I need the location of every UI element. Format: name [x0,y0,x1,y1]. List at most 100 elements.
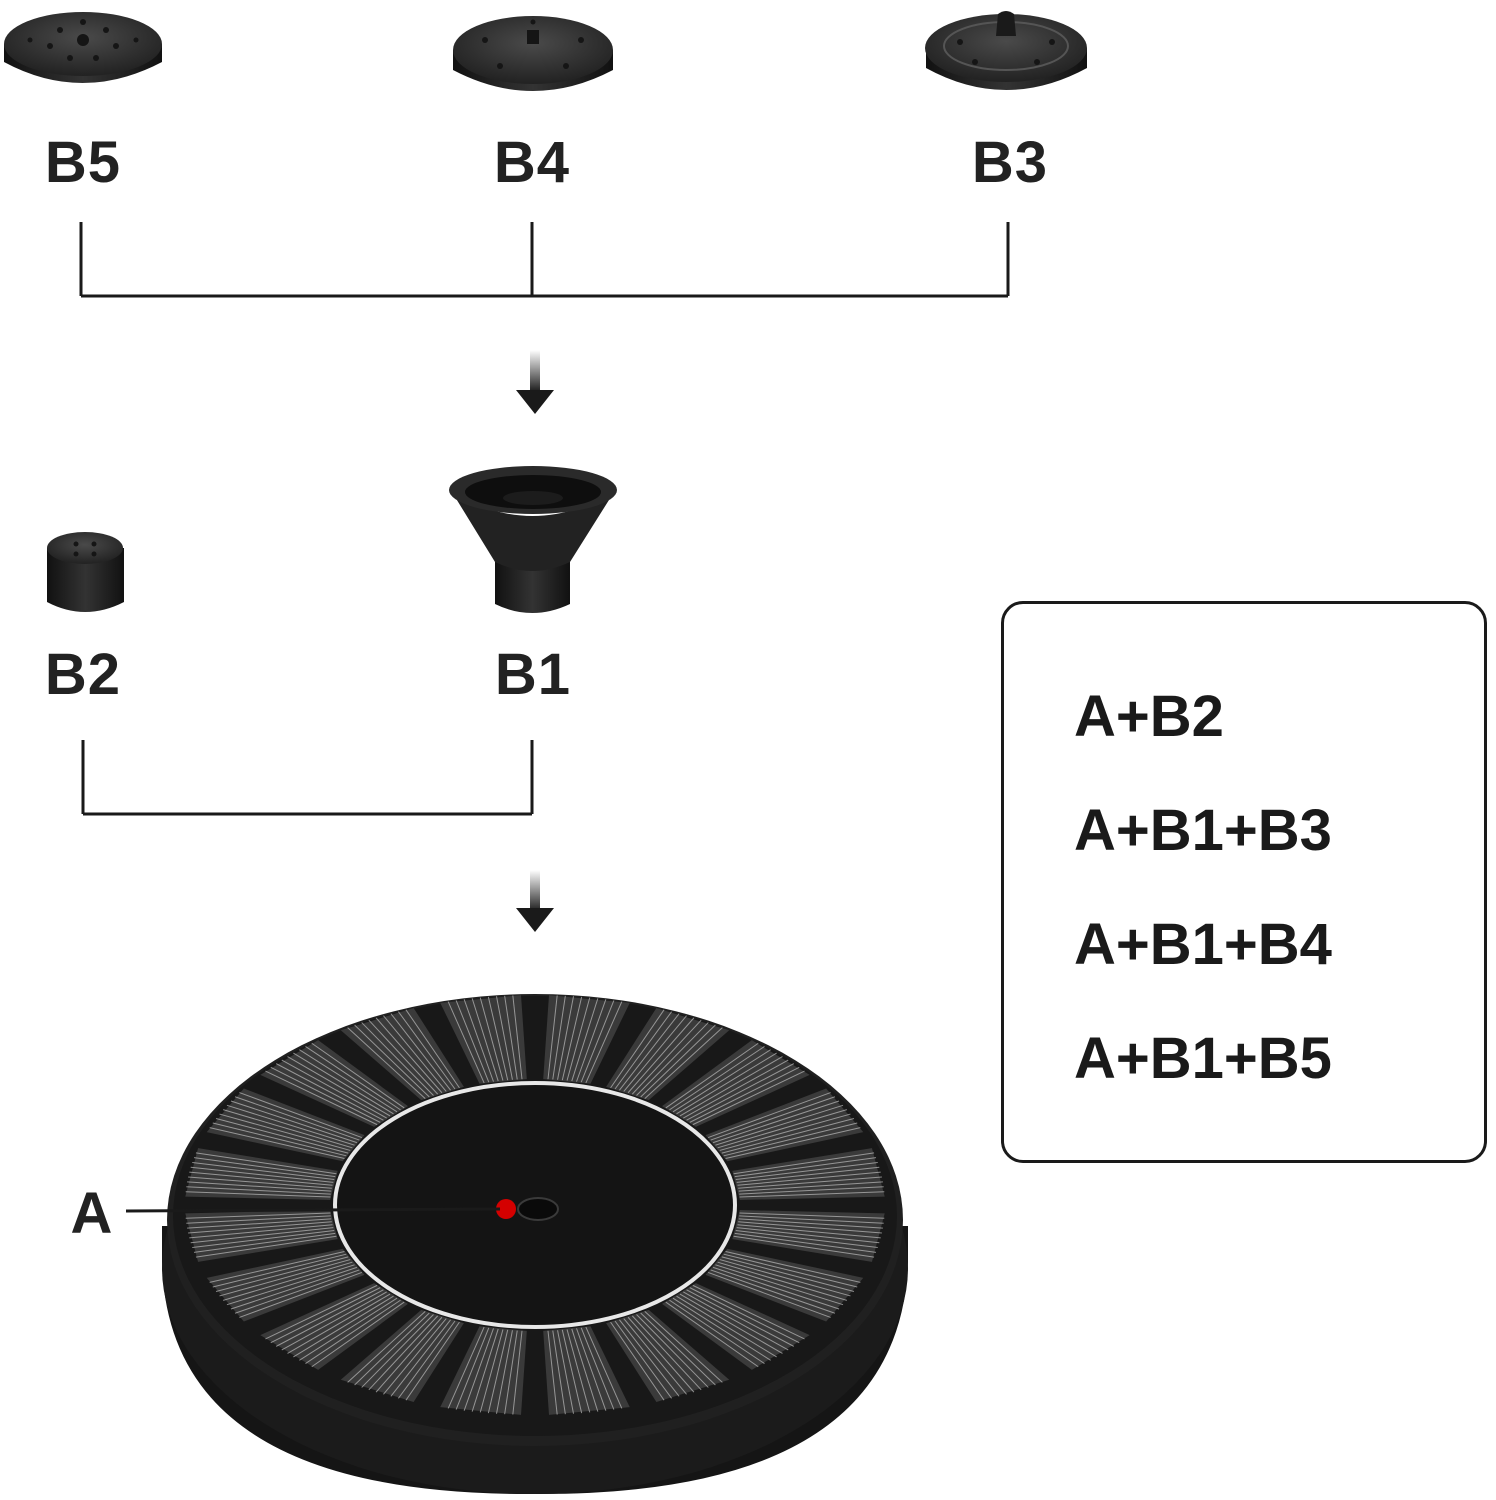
solar-cell-stripe [186,1186,331,1195]
solar-cell-stripe [455,1327,490,1410]
leader-line-a [125,1207,501,1213]
solar-cell-stripe [219,1259,351,1297]
nozzle-b1-image [449,466,617,613]
solar-cell-stripe [368,1315,439,1391]
solar-cell-stripe [710,1269,836,1314]
solar-cell-stripe [734,1232,877,1253]
solar-cell-stripe [721,1118,855,1154]
solar-cell-stripe [566,997,591,1081]
combination-item: A+B2 [1074,684,1224,749]
middle-connector-bracket [81,740,534,816]
solar-cell-stripe [715,1104,844,1146]
solar-cell-stripe [368,1019,439,1095]
solar-cell-stripe [683,1291,789,1351]
solar-cell-stripe [215,1118,349,1154]
solar-cell-stripe [281,1291,387,1351]
solar-cell-stripe [226,1264,355,1306]
label-b4: B4 [493,130,571,195]
solar-cell-stripe [234,1096,360,1141]
solar-cell-stripe [736,1227,880,1244]
solar-cell-stripe [293,1052,394,1115]
solar-cell-stripe [739,1186,884,1195]
down-arrow-bottom [516,870,554,932]
solar-panel-segment [606,1008,730,1101]
solar-cell-stripe [189,1171,333,1186]
solar-cell-stripe [715,1264,844,1306]
solar-cell-stripe [735,1230,878,1249]
solar-cell-stripe [644,1027,723,1099]
solar-cell-stripe [390,1319,451,1397]
solar-cell-stripe [566,1329,591,1413]
label-b2: B2 [44,642,122,707]
solar-cell-stripe [557,996,574,1080]
solar-cell-stripe [738,1218,883,1229]
nozzle-b4-image [453,16,613,91]
solar-cell-stripe [580,1000,615,1083]
solar-cell-stripe [676,1295,777,1358]
solar-cell-stripe [265,1284,378,1340]
solar-cell-stripe [627,1017,695,1094]
solar-cell-stripe [719,1113,851,1151]
combination-item: A+B1+B3 [1074,798,1332,863]
solar-cell-stripe [631,1019,702,1095]
solar-panel-segment [543,995,630,1084]
solar-cell-stripe [547,995,558,1080]
solar-cell-stripe [188,1221,332,1234]
solar-cell-stripe [190,1227,334,1244]
solar-cell-stripe [571,1328,599,1412]
solar-panel-segment [440,1326,527,1415]
solar-cell-stripe [739,1212,885,1219]
solar-cell-stripe [383,1015,447,1092]
solar-cell-stripe [192,1230,335,1249]
solar-cell-stripe [738,1181,883,1192]
solar-cell-stripe [689,1066,800,1123]
solar-cell-stripe [281,1059,387,1119]
solar-cell-stripe [614,1320,673,1399]
solar-cell-stripe [305,1046,401,1111]
solar-cell-stripe [640,1312,716,1386]
solar-cell-stripe [552,1330,566,1415]
solar-cell-stripe [686,1063,795,1121]
solar-cell-stripe [193,1232,336,1253]
solar-cell-stripe [683,1059,789,1119]
solar-cell-stripe [447,1326,485,1409]
solar-cell-stripe [405,1321,460,1401]
solar-cell-stripe [311,1042,405,1109]
solar-cell-stripe [390,1013,451,1091]
solar-cell-stripe [185,1212,331,1219]
nozzle-b5-image [4,12,162,83]
solar-cell-stripe [737,1224,881,1239]
nozzle-b2-image [47,532,124,612]
solar-cell-stripe [733,1235,875,1258]
solar-cell-stripe [689,1287,800,1344]
solar-cell-stripe [712,1100,840,1144]
solar-cell-stripe [636,1314,709,1388]
solar-cell-stripe [186,1215,331,1224]
label-a: A [70,1181,114,1246]
solar-cell-stripe [676,1052,777,1115]
solar-cell-stripe [725,1250,861,1283]
solar-cell-stripe [209,1127,345,1160]
solar-cell-stripe [669,1046,765,1111]
solar-cell-stripe [189,1224,333,1239]
solar-cell-stripe [305,1299,401,1364]
solar-cell-stripe [619,1013,680,1091]
solar-cell-stripe [623,1318,687,1395]
solar-cell-stripe [723,1122,858,1157]
solar-panel-ring [185,995,885,1415]
solar-cell-stripe [397,1320,456,1399]
label-b3: B3 [971,130,1049,195]
solar-panel-segment [606,1309,730,1402]
solar-cell-stripe [496,1330,513,1414]
solar-cell-stripe [692,1284,805,1340]
solar-cell-stripe [471,998,499,1082]
combination-item: A+B1+B4 [1074,912,1332,977]
solar-cell-stripe [504,1330,518,1415]
solar-cell-stripe [219,1113,351,1151]
solar-cell-stripe [739,1215,884,1224]
solar-cell-stripe [585,1001,623,1084]
solar-cell-stripe [299,1049,398,1113]
solar-cell-stripe [557,1330,574,1414]
solar-panel-segment [732,1210,885,1262]
